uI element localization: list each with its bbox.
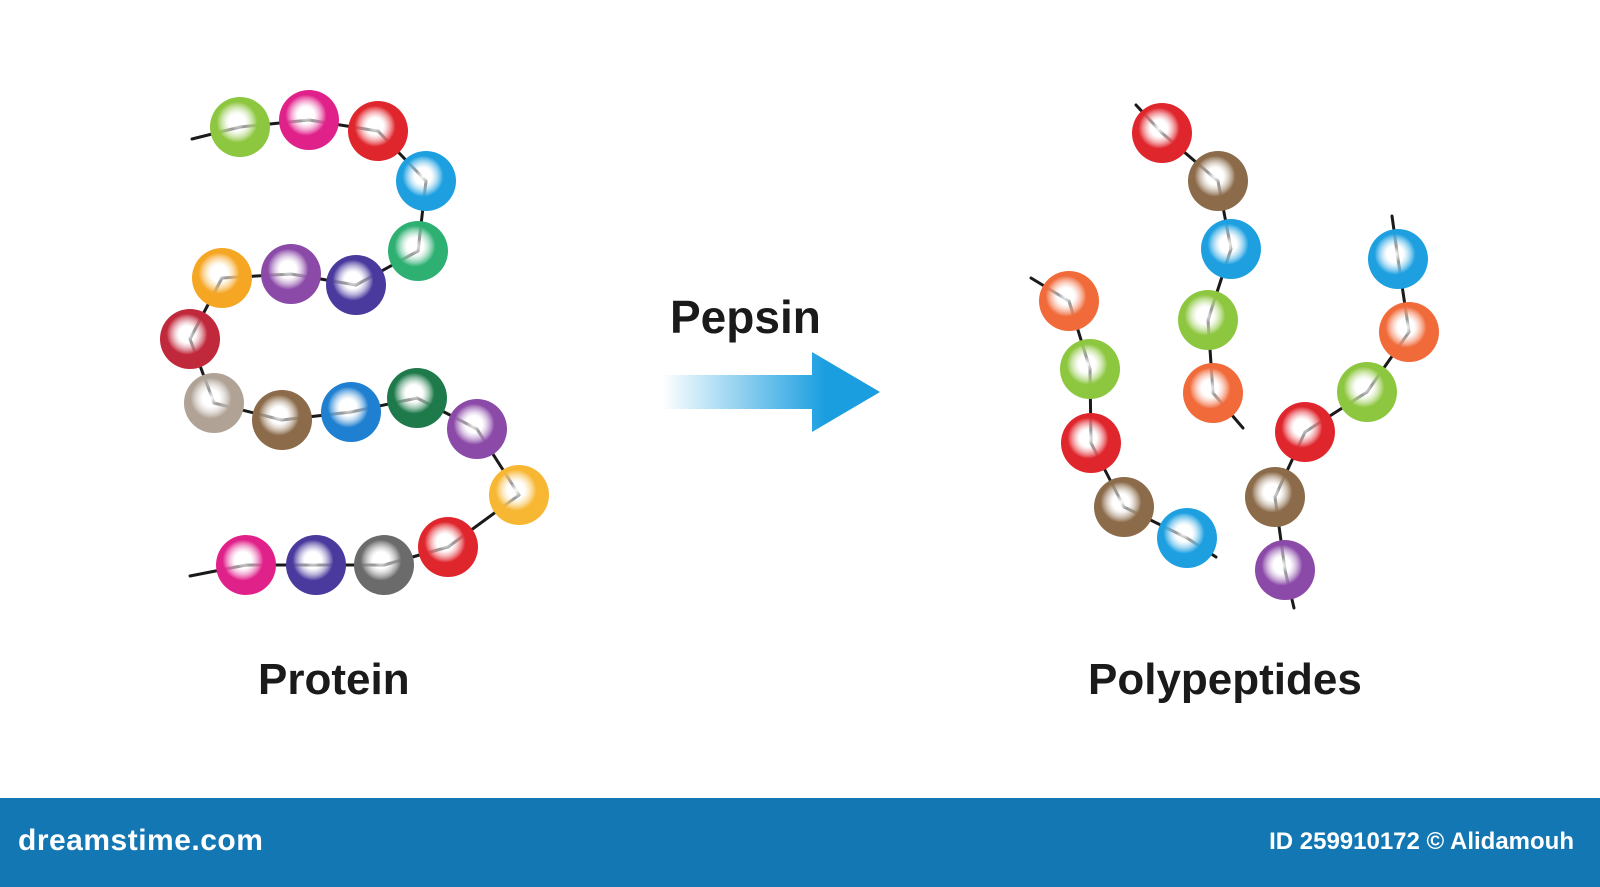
amino-acid-bead xyxy=(1094,477,1154,537)
amino-acid-bead xyxy=(1132,103,1192,163)
amino-acid-bead xyxy=(354,535,414,595)
amino-acid-bead xyxy=(1061,413,1121,473)
amino-acid-bead xyxy=(396,151,456,211)
polypeptide-chains xyxy=(1029,103,1439,610)
pepsin-arrow xyxy=(662,352,880,432)
protein-label: Protein xyxy=(258,655,410,704)
protein-chain xyxy=(160,90,549,595)
amino-acid-bead xyxy=(1379,302,1439,362)
amino-acid-bead xyxy=(184,373,244,433)
amino-acid-bead xyxy=(387,368,447,428)
amino-acid-bead xyxy=(388,221,448,281)
amino-acid-bead xyxy=(1183,363,1243,423)
polypeptide-2 xyxy=(1132,103,1261,430)
amino-acid-bead xyxy=(1060,339,1120,399)
polypeptides-label: Polypeptides xyxy=(1088,655,1362,704)
amino-acid-bead xyxy=(1337,362,1397,422)
amino-acid-bead xyxy=(321,382,381,442)
amino-acid-bead xyxy=(210,97,270,157)
amino-acid-bead xyxy=(1368,229,1428,289)
amino-acid-bead xyxy=(1178,290,1238,350)
amino-acid-bead xyxy=(279,90,339,150)
enzyme-label: Pepsin xyxy=(670,291,821,343)
amino-acid-bead xyxy=(348,101,408,161)
amino-acid-bead xyxy=(1157,508,1217,568)
protein-bonds xyxy=(188,118,521,578)
reaction-arrow xyxy=(662,352,880,432)
amino-acid-bead xyxy=(447,399,507,459)
amino-acid-bead xyxy=(1188,151,1248,211)
amino-acid-bead xyxy=(160,309,220,369)
amino-acid-bead xyxy=(418,517,478,577)
amino-acid-bead xyxy=(261,244,321,304)
amino-acid-bead xyxy=(252,390,312,450)
watermark-footer: dreamstime.com ID 259910172 © Alidamouh xyxy=(0,798,1600,887)
amino-acid-bead xyxy=(489,465,549,525)
polypeptide-1 xyxy=(1029,271,1218,568)
amino-acid-bead xyxy=(1245,467,1305,527)
amino-acid-bead xyxy=(216,535,276,595)
amino-acid-bead xyxy=(326,255,386,315)
amino-acid-bead xyxy=(1255,540,1315,600)
polypeptide-3 xyxy=(1245,214,1439,610)
amino-acid-bead xyxy=(1275,402,1335,462)
amino-acid-bead xyxy=(1039,271,1099,331)
image-credit: ID 259910172 © Alidamouh xyxy=(1269,828,1574,855)
amino-acid-bead xyxy=(192,248,252,308)
amino-acid-bead xyxy=(286,535,346,595)
brand-logo: dreamstime.com xyxy=(18,824,264,857)
amino-acid-bead xyxy=(1201,219,1261,279)
